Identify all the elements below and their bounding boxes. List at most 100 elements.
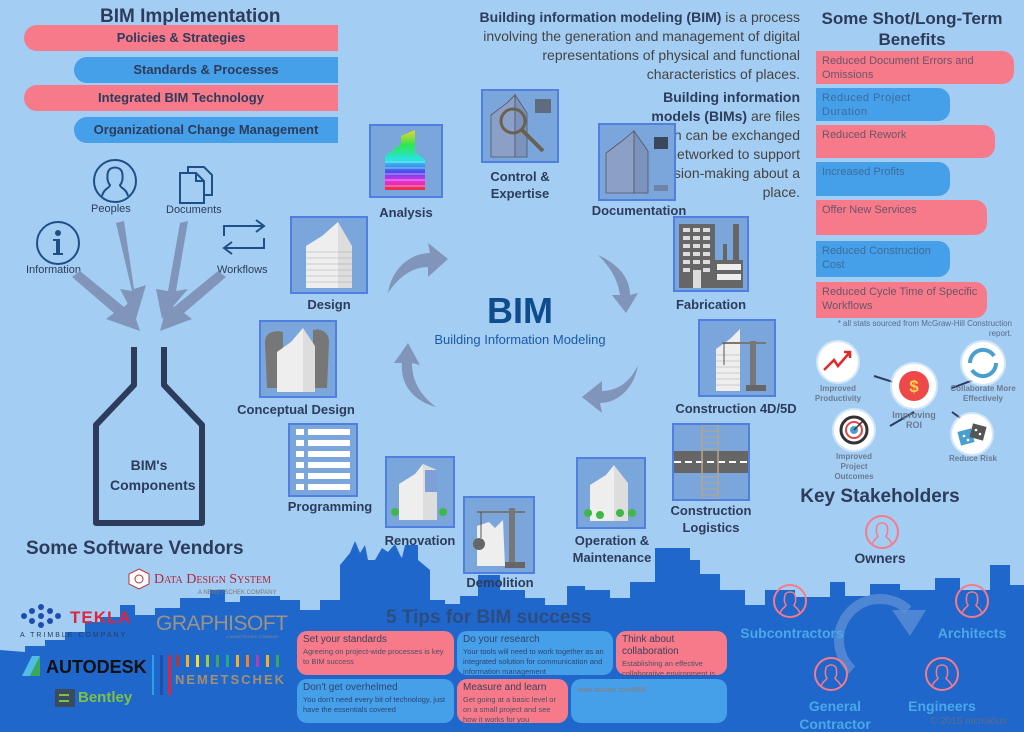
benefit-item: Reduced Cycle Time of Specific Workflows bbox=[816, 282, 987, 318]
stage-label-control-expertise: Control & Expertise bbox=[490, 169, 550, 201]
stakeholder-general-contractor: General Contractor bbox=[799, 698, 871, 732]
cycle-arrows bbox=[388, 243, 638, 413]
tip-title: Set your standards bbox=[303, 634, 387, 645]
list-icon bbox=[296, 429, 350, 490]
vendor-bentley: Bentley bbox=[78, 689, 133, 706]
tip-card: Measure and learn Get going at a basic l… bbox=[457, 679, 568, 724]
stage-label-documentation: Documentation bbox=[591, 203, 687, 218]
stage-tile-analysis bbox=[369, 124, 443, 198]
tip-title: Do your research bbox=[463, 634, 540, 645]
vendor-nemetschek: NEMETSCHEK bbox=[175, 672, 287, 687]
workflows-icon bbox=[222, 219, 266, 255]
owners-person-icon bbox=[865, 515, 899, 549]
stage-tile-conceptual-design bbox=[259, 320, 337, 398]
converging-arrows bbox=[72, 221, 226, 331]
bims-definition: Building information models (BIMs) are f… bbox=[640, 88, 800, 202]
implementation-item-label: Organizational Change Management bbox=[93, 122, 319, 137]
tip-title: Think about collaboration bbox=[622, 634, 679, 657]
tip-body: Agreeing on project-wide processes is ke… bbox=[303, 647, 444, 666]
target-icon bbox=[839, 415, 869, 445]
stage-label-operation-maintenance: Operation & Maintenance bbox=[572, 533, 652, 565]
tip-title: Measure and learn bbox=[463, 682, 547, 693]
stakeholder-subcontractors: Subcontractors bbox=[740, 625, 844, 641]
implementation-item-technology: Integrated BIM Technology bbox=[24, 85, 338, 111]
benefits-title: Some Shot/Long-Term Benefits bbox=[821, 9, 1003, 49]
component-label-information: Information bbox=[26, 264, 82, 276]
arrow-down-icon bbox=[116, 221, 146, 319]
stage-label-programming: Programming bbox=[287, 499, 373, 514]
roi-label-center: Improving ROI bbox=[892, 410, 936, 430]
general-contractor-person-icon bbox=[814, 657, 848, 691]
benefits-footnote: * all stats sourced from McGraw-Hill Con… bbox=[837, 319, 1012, 338]
bim-definition-text: is a process involving the generation an… bbox=[483, 9, 800, 82]
subcontractors-person-icon bbox=[773, 584, 807, 618]
tip-card-link: www.aconex.com/BIM bbox=[571, 679, 727, 723]
wrecking-ball-icon bbox=[473, 508, 525, 568]
stakeholder-owners: Owners bbox=[854, 550, 906, 566]
architects-person-icon bbox=[955, 584, 989, 618]
stage-tile-construction-4d5d bbox=[698, 319, 776, 397]
tip-link[interactable]: www.aconex.com/BIM bbox=[577, 687, 646, 694]
roi-label-productivity: Improved Productivity bbox=[814, 384, 862, 403]
roi-label-outcomes: Improved Project Outcomes bbox=[834, 452, 874, 481]
stage-tile-design bbox=[290, 216, 368, 294]
implementation-item-standards: Standards & Processes bbox=[74, 57, 338, 83]
bim-center-subtitle: Building Information Modeling bbox=[434, 332, 606, 347]
bims-definition-text: are files which can be exchanged or netw… bbox=[645, 108, 800, 200]
implementation-item-policies: Policies & Strategies bbox=[24, 25, 338, 51]
tip-card: Don't get overhelmed You don't need ever… bbox=[297, 679, 454, 723]
stage-tile-programming bbox=[288, 423, 358, 497]
stage-label-construction-4d5d: Construction 4D/5D bbox=[675, 401, 797, 416]
bim-center-title: BIM bbox=[487, 290, 553, 331]
reduce-risk-node bbox=[952, 414, 992, 454]
stage-tile-demolition bbox=[463, 496, 535, 574]
vendors-title: Some Software Vendors bbox=[26, 538, 244, 559]
stakeholder-architects: Architects bbox=[937, 625, 1007, 641]
engineers-person-icon bbox=[925, 657, 959, 691]
tip-card: Do your research Your tools will need to… bbox=[457, 631, 613, 676]
curved-arrow-icon bbox=[394, 343, 436, 407]
road-rail-icon bbox=[674, 424, 748, 500]
stage-label-construction-logistics: Construction Logistics bbox=[670, 503, 752, 535]
tip-body: Your tools will need to work together as… bbox=[463, 647, 604, 676]
implementation-item-change-management: Organizational Change Management bbox=[74, 117, 338, 143]
copyright: © 2015 mcmikius bbox=[930, 716, 1007, 727]
stage-label-demolition: Demolition bbox=[466, 575, 534, 590]
documents-icon bbox=[179, 166, 213, 204]
vendor-data-design-system-tagline: A NEMETSCHEK COMPANY bbox=[198, 590, 277, 596]
roi-label-collaborate: Collaborate More Effectively bbox=[950, 384, 1016, 403]
dice-icon bbox=[957, 423, 987, 446]
bottle-label: BIM's Components bbox=[110, 457, 196, 493]
crane-building-icon bbox=[716, 329, 766, 391]
bim-definition-lead: Building information modeling (BIM) bbox=[479, 9, 722, 25]
stakeholder-engineers: Engineers bbox=[908, 698, 976, 714]
stage-label-analysis: Analysis bbox=[379, 205, 433, 220]
improving-roi-node: $ bbox=[892, 364, 936, 408]
person-icon bbox=[93, 159, 137, 203]
vendor-autodesk: AUTODESK bbox=[46, 657, 147, 677]
curved-arrow-icon bbox=[388, 243, 448, 293]
component-label-workflows: Workflows bbox=[217, 264, 268, 276]
stage-tile-fabrication bbox=[673, 216, 749, 292]
stage-tile-construction-logistics bbox=[672, 423, 750, 501]
benefit-item: Increased Profits bbox=[816, 162, 950, 196]
curved-arrow-icon bbox=[582, 365, 638, 413]
renovation-building-icon bbox=[391, 464, 447, 520]
stage-label-renovation: Renovation bbox=[384, 533, 456, 548]
improved-outcomes-node bbox=[834, 410, 874, 450]
refresh-cycle-icon bbox=[967, 347, 999, 379]
stage-tile-renovation bbox=[385, 456, 455, 528]
bims-definition-lead: Building information models (BIMs) bbox=[651, 89, 800, 124]
stage-label-conceptual-design: Conceptual Design bbox=[237, 402, 355, 417]
stage-label-design: Design bbox=[307, 297, 351, 312]
benefit-item: Reduced Project Duration bbox=[816, 88, 950, 121]
benefit-item: Reduced Construction Cost bbox=[816, 241, 950, 277]
vendor-tekla-tagline: A TRIMBLE COMPANY bbox=[20, 632, 128, 639]
implementation-title: BIM Implementation bbox=[100, 6, 281, 27]
tip-card: Set your standards Agreeing on project-w… bbox=[297, 631, 454, 675]
tip-body: You don't need every bit of technology, … bbox=[303, 695, 445, 714]
benefit-item: Reduced Rework bbox=[816, 125, 995, 158]
rainbow-building-icon bbox=[385, 130, 425, 190]
magnifier-building-icon bbox=[490, 93, 551, 158]
factory-icon bbox=[679, 224, 743, 288]
